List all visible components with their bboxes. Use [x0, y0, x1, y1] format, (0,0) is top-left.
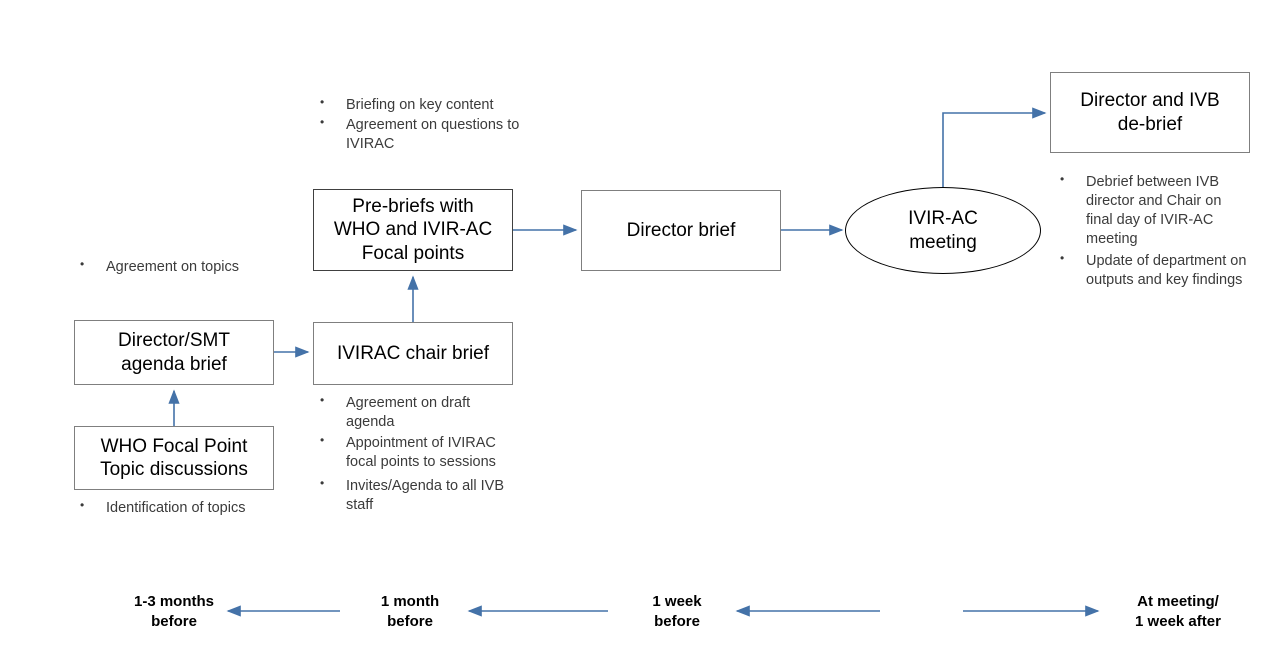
timeline-label-1-3-months-before: 1-3 months before [133, 593, 214, 630]
timeline-label-1-week-before: 1 week before [652, 593, 702, 630]
node-ivirac-meeting[interactable]: IVIR-AC meeting [845, 187, 1041, 274]
node-director-ivb-debrief-label: Director and IVB de-brief [1080, 90, 1220, 135]
bullets-debrief-notes: Debrief between IVB director and Chair o… [1058, 172, 1252, 291]
timeline-label-at-meeting-1-week-after: At meeting/ 1 week after [1135, 593, 1221, 630]
node-director-brief[interactable]: Director brief [581, 190, 781, 271]
node-ivirac-chair-label: IVIRAC chair brief [336, 342, 490, 364]
list-item: Agreement on topics [78, 257, 278, 277]
arrow-meeting-to-debrief [942, 107, 1047, 187]
node-ivirac-chair-brief[interactable]: IVIRAC chair brief [313, 322, 513, 385]
node-director-smt-agenda-brief[interactable]: Director/SMT agenda brief [74, 320, 274, 385]
list-item: Agreement on draft agenda [318, 393, 518, 432]
node-pre-briefs[interactable]: Pre-briefs with WHO and IVIR-AC Focal po… [313, 189, 513, 271]
node-ivirac-meeting-label: IVIR-AC meeting [908, 207, 978, 253]
list-item: Identification of topics [78, 498, 278, 518]
list-item: Invites/Agenda to all IVB staff [318, 475, 518, 515]
bullets-ivirac-chair-notes: Agreement on draft agenda Appointment of… [318, 393, 518, 516]
bullets-director-smt-notes: Agreement on topics [78, 257, 278, 278]
node-who-focal-point[interactable]: WHO Focal Point Topic discussions [74, 426, 274, 490]
list-item: Debrief between IVB director and Chair o… [1058, 172, 1252, 250]
node-who-focal-point-label: WHO Focal Point Topic discussions [100, 435, 248, 480]
timeline-label-1-month-before: 1 month before [380, 593, 440, 630]
list-item: Briefing on key content [318, 95, 523, 115]
bullets-who-focal-point-notes: Identification of topics [78, 498, 278, 519]
list-item: Update of department on outputs and key … [1058, 250, 1252, 290]
list-item: Agreement on questions to IVIRAC [318, 115, 523, 154]
node-director-ivb-debrief[interactable]: Director and IVB de-brief [1050, 72, 1250, 153]
node-director-smt-label: Director/SMT agenda brief [118, 330, 230, 375]
list-item: Appointment of IVIRAC focal points to se… [318, 433, 518, 472]
node-director-brief-label: Director brief [626, 219, 736, 241]
node-pre-briefs-label: Pre-briefs with WHO and IVIR-AC Focal po… [333, 196, 493, 264]
bullets-pre-briefs-notes: Briefing on key content Agreement on que… [318, 95, 523, 155]
